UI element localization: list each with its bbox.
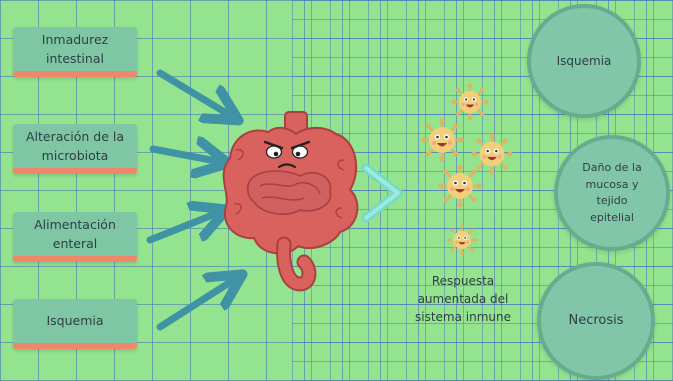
- virus-icon: [471, 133, 512, 174]
- effect-label: Isquemia: [557, 52, 612, 70]
- effect-circle-isquemia: Isquemia: [527, 4, 641, 118]
- arrow-3: [150, 214, 215, 240]
- chevron-right-icon: [366, 168, 398, 218]
- immune-response-label: Respuesta aumentada del sistema inmune: [398, 272, 528, 326]
- effect-label: Necrosis: [568, 311, 623, 331]
- virus-icon: [420, 118, 463, 161]
- intestine-icon: [224, 112, 358, 284]
- arrow-4: [160, 281, 232, 327]
- effect-label: Daño de la mucosa y tejido epitelial: [574, 160, 650, 226]
- effect-circle-dano-mucosa: Daño de la mucosa y tejido epitelial: [554, 135, 670, 251]
- arrow-1: [160, 73, 228, 114]
- virus-icon: [447, 225, 477, 255]
- effect-circle-necrosis: Necrosis: [537, 262, 655, 380]
- virus-icon: [438, 164, 481, 207]
- arrow-2: [153, 149, 216, 161]
- virus-icon: [452, 84, 489, 121]
